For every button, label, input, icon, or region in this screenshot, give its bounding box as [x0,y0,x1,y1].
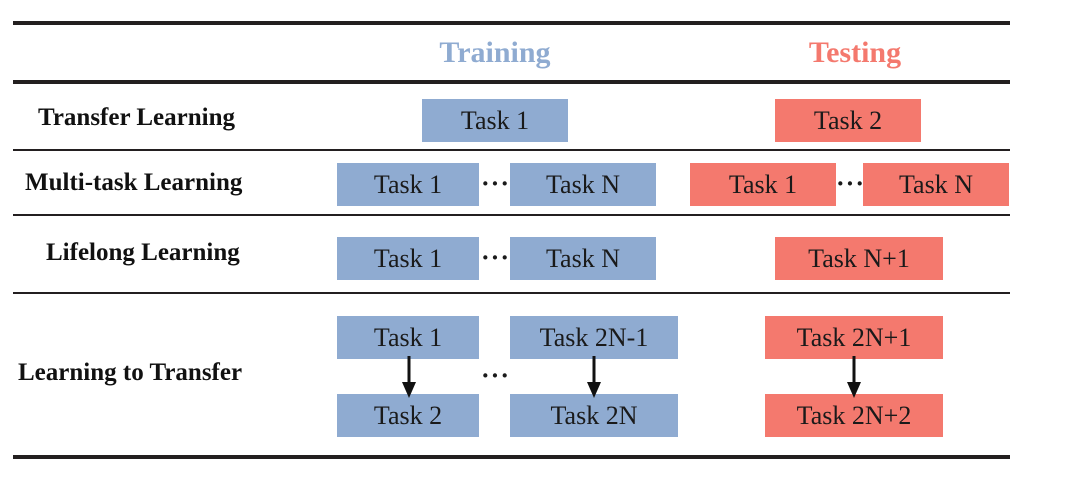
ellipsis-training: ··· [481,243,511,272]
task-box-training: Task N [510,237,656,280]
task-box-training: Task 1 [422,99,568,142]
task-box-testing-target: Task 2N+2 [765,394,943,437]
row-label-transfer-learning: Transfer Learning [38,104,235,131]
task-box-training: Task 1 [337,163,479,206]
ellipsis-training: ··· [481,169,511,198]
row-label-multi-task-learning: Multi-task Learning [25,169,243,196]
row-label-learning-to-transfer: Learning to Transfer [18,359,243,386]
task-box-training: Task 1 [337,237,479,280]
ellipsis-testing: ··· [836,169,866,198]
task-box-training-source: Task 1 [337,316,479,359]
task-box-testing: Task N+1 [775,237,943,280]
column-header-testing: Testing [808,36,902,69]
row-divider-3 [13,292,1010,294]
row-divider-2 [13,214,1010,216]
task-box-training: Task N [510,163,656,206]
table-bottom-rule [13,455,1010,459]
ellipsis-training: ··· [481,361,511,390]
task-box-training-target: Task 2N [510,394,678,437]
row-label-lifelong-learning: Lifelong Learning [46,239,240,266]
task-box-testing-source: Task 2N+1 [765,316,943,359]
down-arrow-icon [587,356,601,398]
table-top-rule [13,21,1010,25]
task-box-training-source: Task 2N-1 [510,316,678,359]
column-header-training: Training [439,36,551,69]
down-arrow-icon [402,356,416,398]
task-box-testing: Task 2 [775,99,921,142]
task-box-testing: Task 1 [690,163,836,206]
task-box-testing: Task N [863,163,1009,206]
table-header-rule [13,80,1010,84]
task-box-training-target: Task 2 [337,394,479,437]
row-divider-1 [13,149,1010,151]
down-arrow-icon [847,356,861,398]
